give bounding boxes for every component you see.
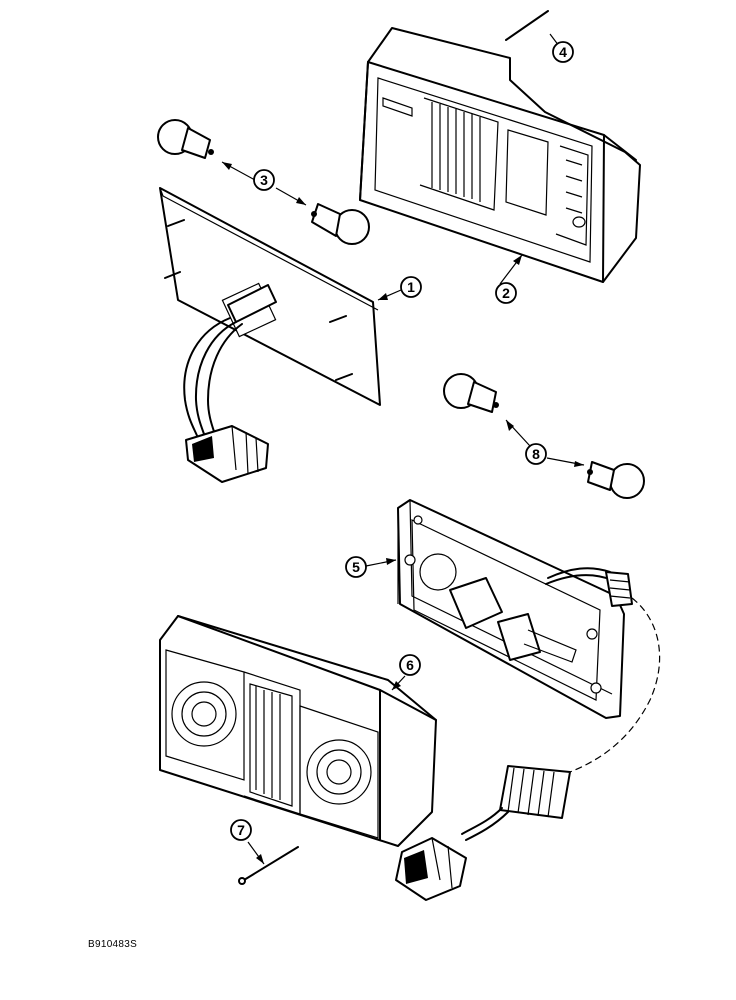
callout-4-label: 4 <box>559 44 567 60</box>
lamp-housing <box>359 10 641 283</box>
callout-4: 4 <box>552 41 574 63</box>
callout-7-label: 7 <box>237 822 245 838</box>
callout-6: 6 <box>399 654 421 676</box>
bulb-holder-plate <box>397 499 633 719</box>
callout-3-label: 3 <box>260 172 268 188</box>
callout-5-label: 5 <box>352 559 360 575</box>
bulb-pair-3 <box>157 119 370 245</box>
callout-2: 2 <box>495 282 517 304</box>
callout-5: 5 <box>345 556 367 578</box>
callout-1-label: 1 <box>407 279 415 295</box>
callout-1: 1 <box>400 276 422 298</box>
callout-2-label: 2 <box>502 285 510 301</box>
figure-reference-code: B910483S <box>88 939 138 950</box>
screw-part-7 <box>243 846 299 881</box>
callout-8-label: 8 <box>532 446 540 462</box>
callout-6-label: 6 <box>406 657 414 673</box>
lamp-lens <box>159 615 437 847</box>
lower-connector <box>395 765 571 901</box>
callout-7: 7 <box>230 819 252 841</box>
leader-lines <box>221 33 585 865</box>
lamp-board <box>159 187 381 483</box>
callout-3: 3 <box>253 169 275 191</box>
callout-8: 8 <box>525 443 547 465</box>
wire-dashed-line <box>569 597 661 773</box>
bulb-pair-8 <box>443 373 645 499</box>
